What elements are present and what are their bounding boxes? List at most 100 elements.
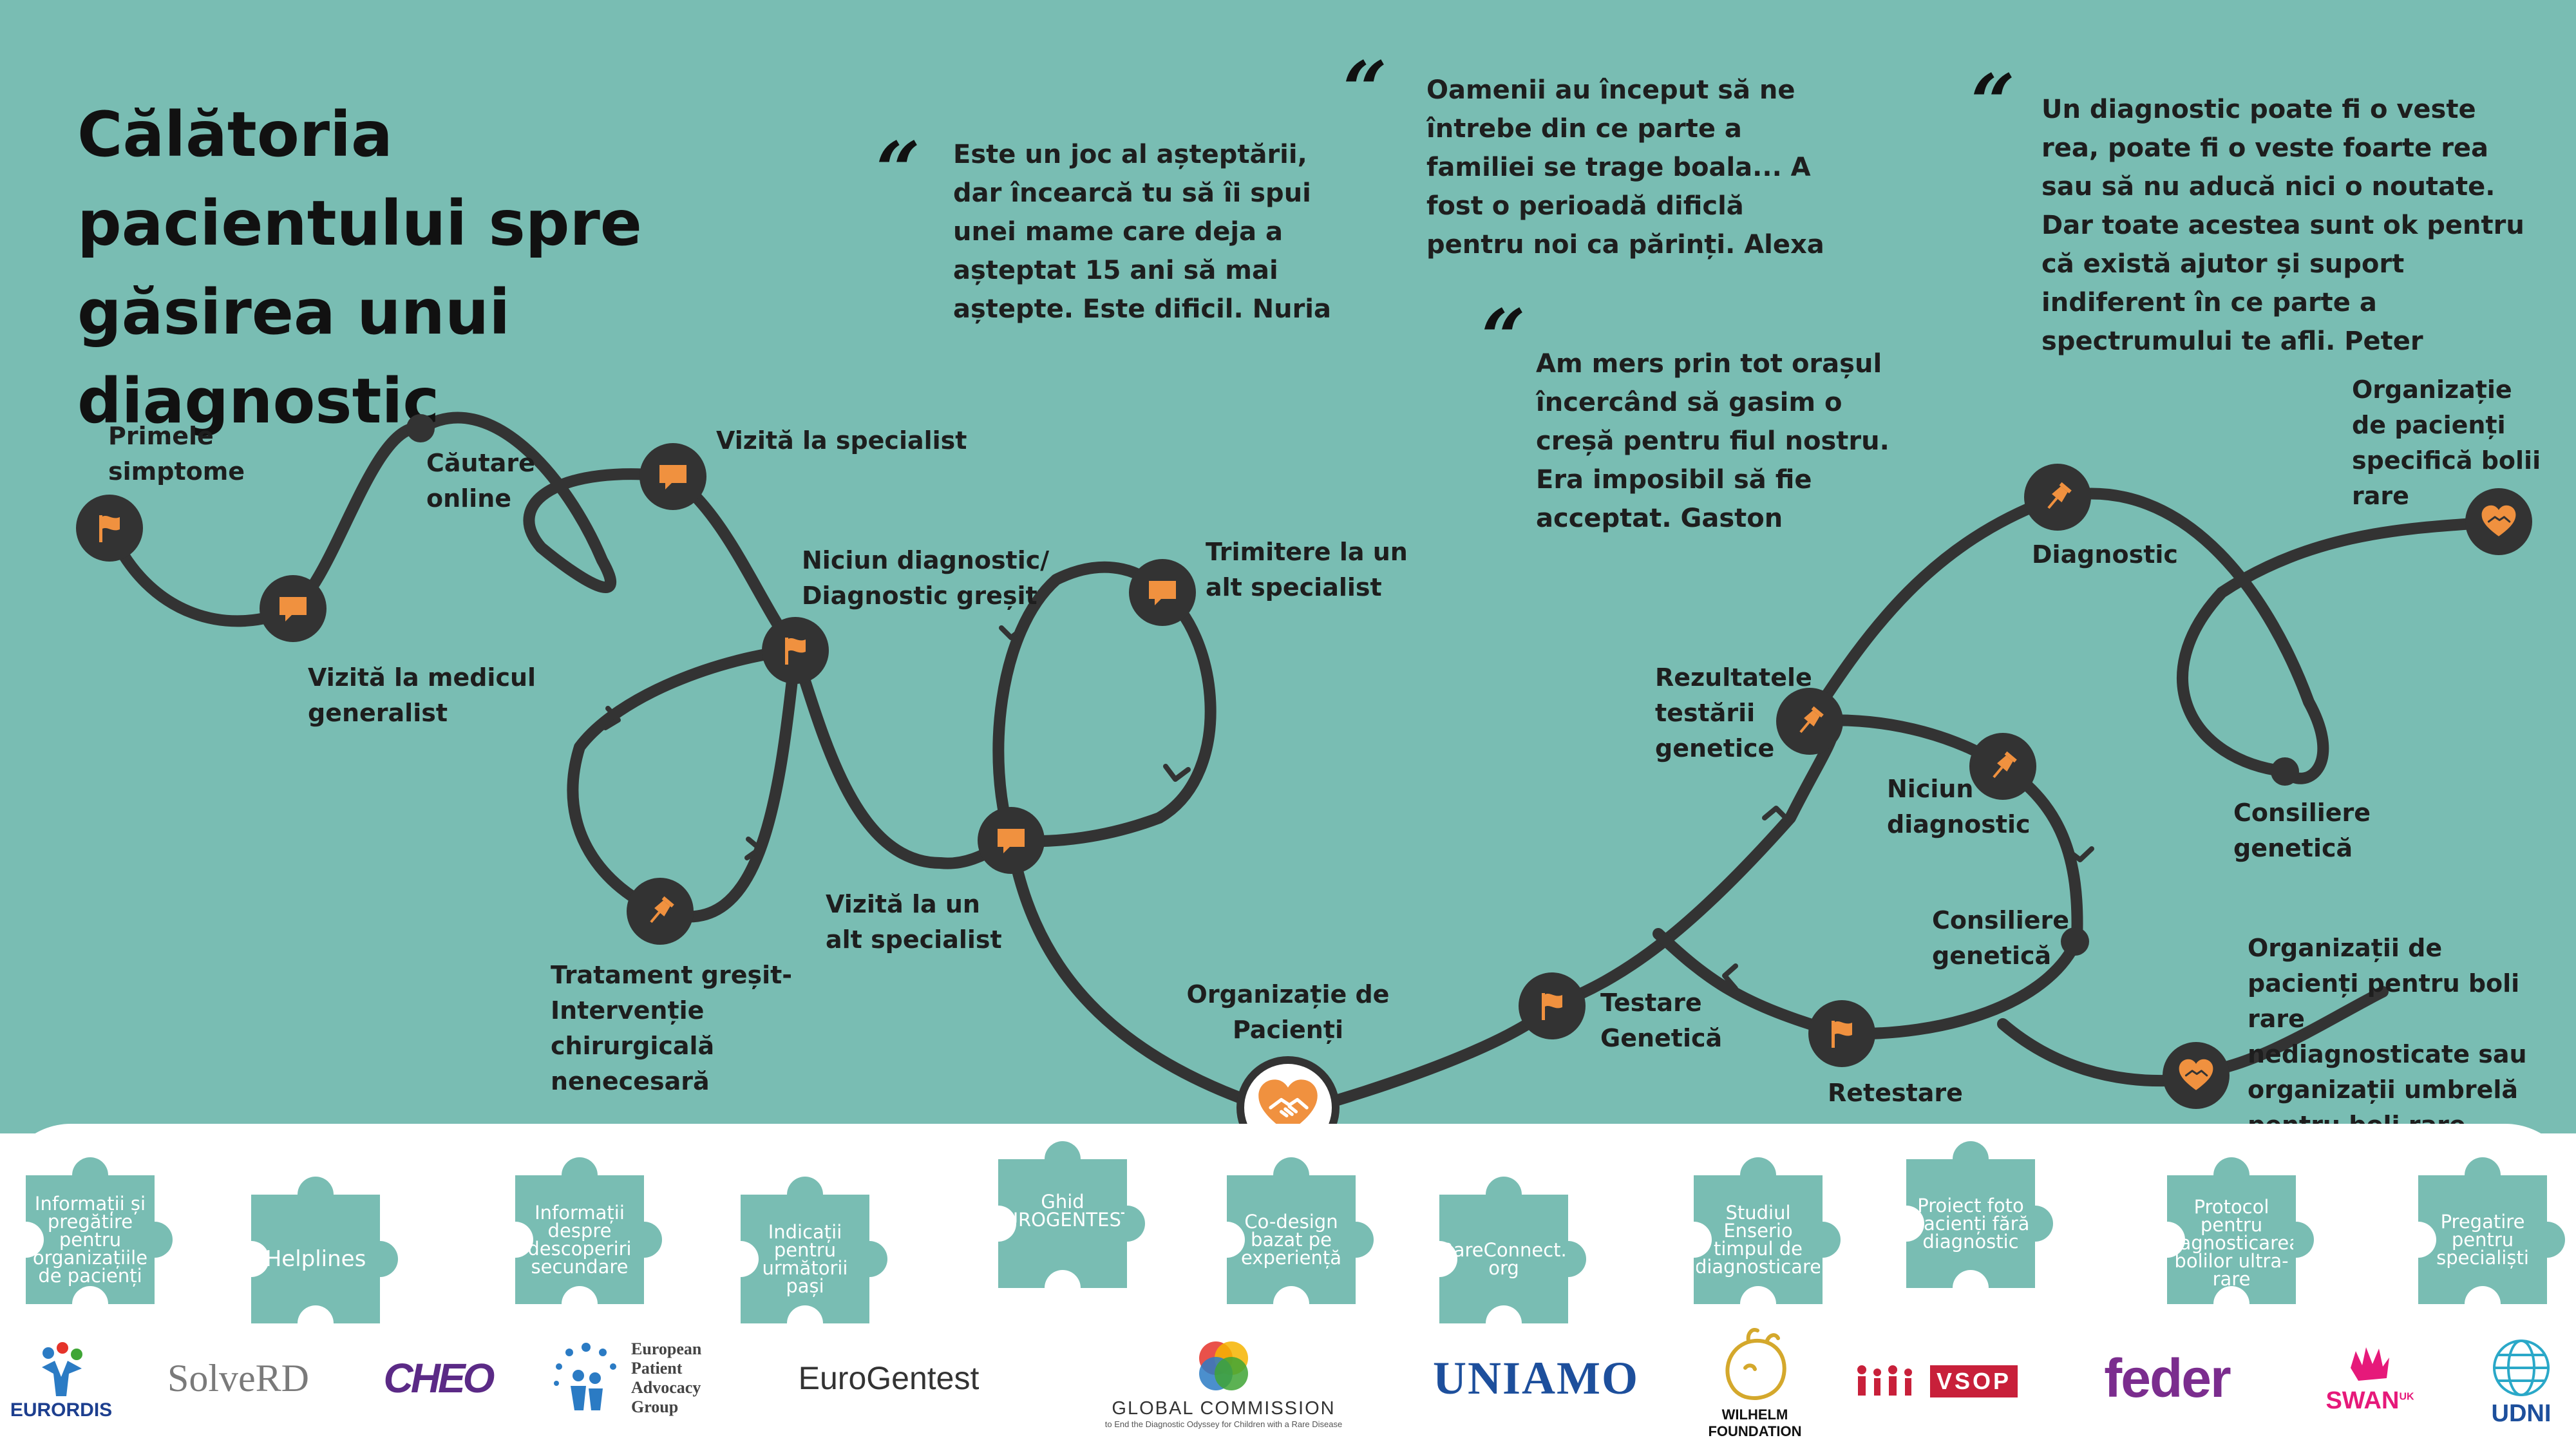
pushpin-icon (650, 896, 674, 923)
node-vizita-alt-specialist (978, 807, 1045, 874)
puzzle-text-1: Informații și pregătire pentru organizaț… (32, 1193, 148, 1287)
swan-name: SWAN (2325, 1387, 2400, 1414)
swan-hand-icon (2351, 1347, 2389, 1381)
flag-icon (1542, 993, 1562, 1020)
logo-feder: feder (2104, 1347, 2231, 1408)
heart-handshake-icon (2179, 1059, 2213, 1090)
logo-cheo: CHEO (383, 1355, 495, 1401)
label-testare-genetica: Testare Genetică (1600, 989, 1723, 1052)
logo-swan: SWANUK (2312, 1333, 2428, 1423)
logo-udni: UDNI (2473, 1323, 2570, 1439)
node-organizatii-nediagnosticate (2163, 1042, 2230, 1109)
path-arrow-5 (1722, 963, 1738, 991)
puzzle-text-5: Ghid EUROGENTEST (1001, 1191, 1124, 1231)
puzzle-text-11: Pregatire pentru specialiști (2436, 1211, 2529, 1269)
node-diagnostic (2024, 464, 2091, 531)
heart-handshake-icon (1258, 1079, 1318, 1133)
wilhelm-bear-icon (1725, 1328, 1786, 1400)
quote-nuria: Este un joc al așteptării, dar încearcă … (953, 140, 1331, 324)
flag-icon (99, 515, 120, 542)
label-niciun-diagnostic-gresit: Niciun diagnostic/ Diagnostic greșit (802, 546, 1050, 610)
chat-bubble-icon (659, 465, 687, 489)
path-dot-cautare-online (406, 414, 435, 442)
quote-mark-2: “ (1343, 44, 1388, 135)
label-consiliere-1: Consiliere genetică (1932, 906, 2070, 970)
path-arrow-4 (1163, 764, 1191, 782)
label-organizatii-nediagnosticate: Organizații de pacienți pentru boli rare… (2248, 934, 2527, 1139)
label-vizita-specialist: Vizită la specialist (716, 426, 967, 455)
logo-epag: European Patient Advocacy Group (541, 1336, 747, 1420)
eurordis-figures-icon (42, 1342, 82, 1396)
quote-gaston: Am mers prin tot orașul încercând să gas… (1536, 349, 1889, 533)
label-rezultatele: Rezultatele testării genetice (1655, 663, 1812, 762)
chat-bubble-icon (998, 829, 1025, 853)
puzzle-text-6: Co-design bazat pe experiență (1240, 1211, 1342, 1269)
label-tratament-gresit: Tratament greșit- Intervenție chirurgica… (551, 961, 793, 1095)
quote-mark-4: “ (1481, 292, 1526, 383)
logo-eurogentest: EuroGentest (798, 1360, 980, 1396)
label-niciun-diagnostic: Niciun diagnostic (1887, 775, 2031, 838)
node-rezultatele (1776, 688, 1843, 755)
path-arrow-7 (1762, 806, 1790, 822)
label-retestare: Retestare (1828, 1079, 1963, 1107)
node-trimitere (1129, 559, 1196, 626)
node-primele-simptome (76, 495, 143, 562)
pushpin-icon (1799, 706, 1824, 734)
pushpin-icon (2047, 482, 2072, 509)
puzzle-text-8: Studiul Enserio timpul de diagnosticare (1696, 1202, 1820, 1278)
quote-mark-3: “ (1971, 57, 2016, 148)
logo-global-commission: GLOBAL COMMISSION to End the Diagnostic … (1056, 1327, 1391, 1436)
global-commission-circles-icon (1199, 1341, 1248, 1390)
quote-peter: Un diagnostic poate fi o veste rea, poat… (2041, 95, 2524, 356)
logo-solverd: SolveRD (167, 1356, 310, 1399)
node-niciun-diagnostic-gresit (762, 617, 829, 684)
heart-handshake-icon (2481, 505, 2516, 536)
quote-mark-1: “ (876, 125, 921, 216)
label-trimitere: Trimitere la un alt specialist (1206, 538, 1408, 601)
quote-alexa: Oamenii au început să ne întrebe din ce … (1426, 75, 1824, 260)
node-niciun-diagnostic (1969, 733, 2036, 800)
path-arrow-2 (744, 837, 762, 860)
page-title: Călătoria pacientului spre găsirea unui … (77, 99, 642, 437)
label-vizita-medic: Vizită la medicul generalist (308, 663, 536, 727)
logo-eurordis: EURORDIS (10, 1333, 112, 1430)
path-segment-to-org (1005, 488, 2505, 1120)
puzzle-text-9: Proiect foto pacienți fără diagnostic (1911, 1195, 2030, 1253)
puzzle-text-3: Informații despre descoperiri secundare (527, 1202, 632, 1278)
path-arrow-6 (2065, 846, 2094, 862)
teal-background (0, 0, 2576, 1133)
node-tratament-gresit (627, 878, 694, 945)
epag-dots-icon (554, 1343, 616, 1410)
chat-bubble-icon (1149, 581, 1176, 605)
label-primele-simptome: Primele simptome (108, 422, 245, 486)
node-testare-genetica (1519, 972, 1586, 1039)
puzzle-text-7: RareConnect. org (1442, 1239, 1566, 1279)
udni-globe-icon (2493, 1339, 2550, 1396)
pushpin-icon (1993, 751, 2017, 779)
node-organizatie-specifica (2465, 488, 2532, 555)
logo-uniamo: UNIAMO (1433, 1352, 1639, 1404)
path-arrow-1 (603, 706, 621, 730)
chat-bubble-icon (279, 597, 307, 621)
node-vizita-medic (260, 575, 327, 642)
swan-suffix: UK (2399, 1390, 2414, 1402)
label-vizita-alt-specialist: Vizită la un alt specialist (826, 890, 1002, 954)
label-consiliere-2: Consiliere genetică (2233, 799, 2371, 862)
label-cautare-online: Căutare online (426, 449, 535, 513)
path-segment-loop-left (567, 645, 801, 923)
path-arrow-3 (999, 625, 1025, 640)
flag-icon (1832, 1021, 1852, 1048)
label-organizatie-specifica: Organizație de pacienți specifică bolii … (2352, 375, 2541, 510)
puzzle-text-10: Protocol pentru diagnosticarea bolilor u… (2170, 1196, 2293, 1290)
node-retestare (1808, 1000, 1875, 1067)
flag-icon (785, 638, 806, 665)
puzzle-text-2: Helplines (265, 1246, 366, 1272)
logo-wilhelm: WILHELM FOUNDATION (1700, 1320, 1810, 1443)
path-dot-consiliere-2 (2271, 757, 2299, 786)
vsop-people-icon (1857, 1365, 1912, 1396)
path-dot-consiliere-1 (2061, 927, 2089, 956)
logo-vsop: VSOP (1839, 1359, 2032, 1404)
label-diagnostic: Diagnostic (2032, 540, 2178, 569)
label-organizatie-pacienti: Organizație de Pacienți (1186, 980, 1390, 1044)
